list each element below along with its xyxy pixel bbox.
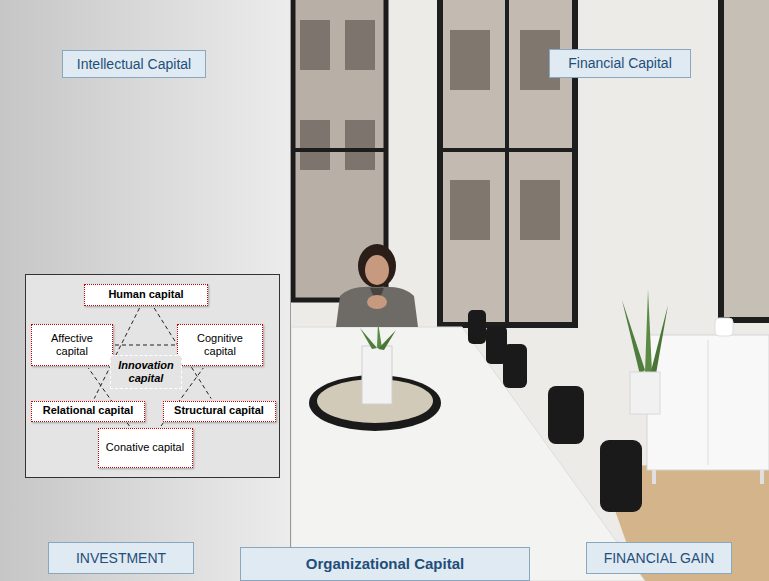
vase bbox=[715, 318, 733, 336]
capital-box: Human capital bbox=[84, 284, 208, 306]
box-text: Cognitive capital bbox=[184, 332, 256, 358]
box-text: Conative capital bbox=[106, 441, 184, 454]
chair bbox=[548, 386, 584, 444]
cabinet-body bbox=[647, 335, 769, 470]
table-tray bbox=[309, 322, 441, 431]
cabinet-leg bbox=[760, 470, 764, 484]
building-window bbox=[520, 180, 560, 240]
leaf bbox=[622, 300, 645, 375]
building-window bbox=[450, 180, 490, 240]
building-window bbox=[450, 30, 490, 90]
chair bbox=[600, 440, 642, 512]
section-label: Financial Capital bbox=[549, 49, 691, 78]
dashed-connector bbox=[115, 345, 175, 346]
building-window bbox=[300, 120, 330, 170]
building-window bbox=[345, 20, 375, 70]
jacket bbox=[336, 287, 418, 327]
window-bar bbox=[505, 0, 509, 325]
leaf bbox=[650, 305, 668, 375]
section-label: FINANCIAL GAIN bbox=[586, 542, 732, 574]
box-text: Innovation capital bbox=[115, 359, 177, 384]
building-window bbox=[345, 120, 375, 170]
box-text: Human capital bbox=[108, 288, 183, 301]
face bbox=[365, 255, 389, 285]
capital-box: Conative capital bbox=[98, 428, 193, 468]
section-label: INVESTMENT bbox=[48, 542, 194, 574]
leaf bbox=[645, 290, 652, 372]
box-text: FINANCIAL GAIN bbox=[604, 550, 715, 567]
box-text: Structural capital bbox=[174, 404, 264, 417]
box-text: Intellectual Capital bbox=[77, 56, 191, 73]
window-view bbox=[718, 0, 769, 320]
cabinet-leg bbox=[652, 470, 656, 484]
plant-pot bbox=[630, 372, 660, 414]
box-text: INVESTMENT bbox=[76, 550, 166, 567]
cabinet-door-line bbox=[708, 340, 709, 465]
center-box: Innovation capital bbox=[110, 355, 182, 389]
hair bbox=[358, 244, 396, 288]
window-bar bbox=[293, 148, 386, 152]
chair bbox=[468, 310, 486, 344]
leaf bbox=[378, 330, 396, 350]
box-text: Organizational Capital bbox=[306, 555, 464, 573]
capital-box: Structural capital bbox=[163, 401, 276, 422]
chairs bbox=[468, 310, 642, 512]
building-window bbox=[300, 20, 330, 70]
capital-box: Cognitive capital bbox=[177, 324, 263, 366]
section-label: Organizational Capital bbox=[240, 547, 530, 581]
room-wall bbox=[291, 0, 769, 581]
window-frame bbox=[721, 0, 769, 320]
leaf bbox=[377, 322, 382, 348]
capital-box: Affective capital bbox=[31, 324, 113, 366]
box-text: Financial Capital bbox=[568, 55, 672, 72]
floor-plant bbox=[622, 290, 668, 414]
chair bbox=[503, 344, 527, 388]
hands bbox=[367, 295, 387, 309]
box-text: Relational capital bbox=[43, 404, 133, 417]
box-text: Affective capital bbox=[38, 332, 106, 358]
window-bar bbox=[440, 148, 575, 152]
capital-box: Relational capital bbox=[31, 401, 145, 422]
section-label: Intellectual Capital bbox=[62, 50, 206, 78]
cabinet bbox=[647, 318, 769, 484]
window-right bbox=[718, 0, 769, 320]
cup bbox=[362, 346, 392, 404]
leaf bbox=[360, 328, 377, 349]
presenter bbox=[336, 244, 418, 327]
